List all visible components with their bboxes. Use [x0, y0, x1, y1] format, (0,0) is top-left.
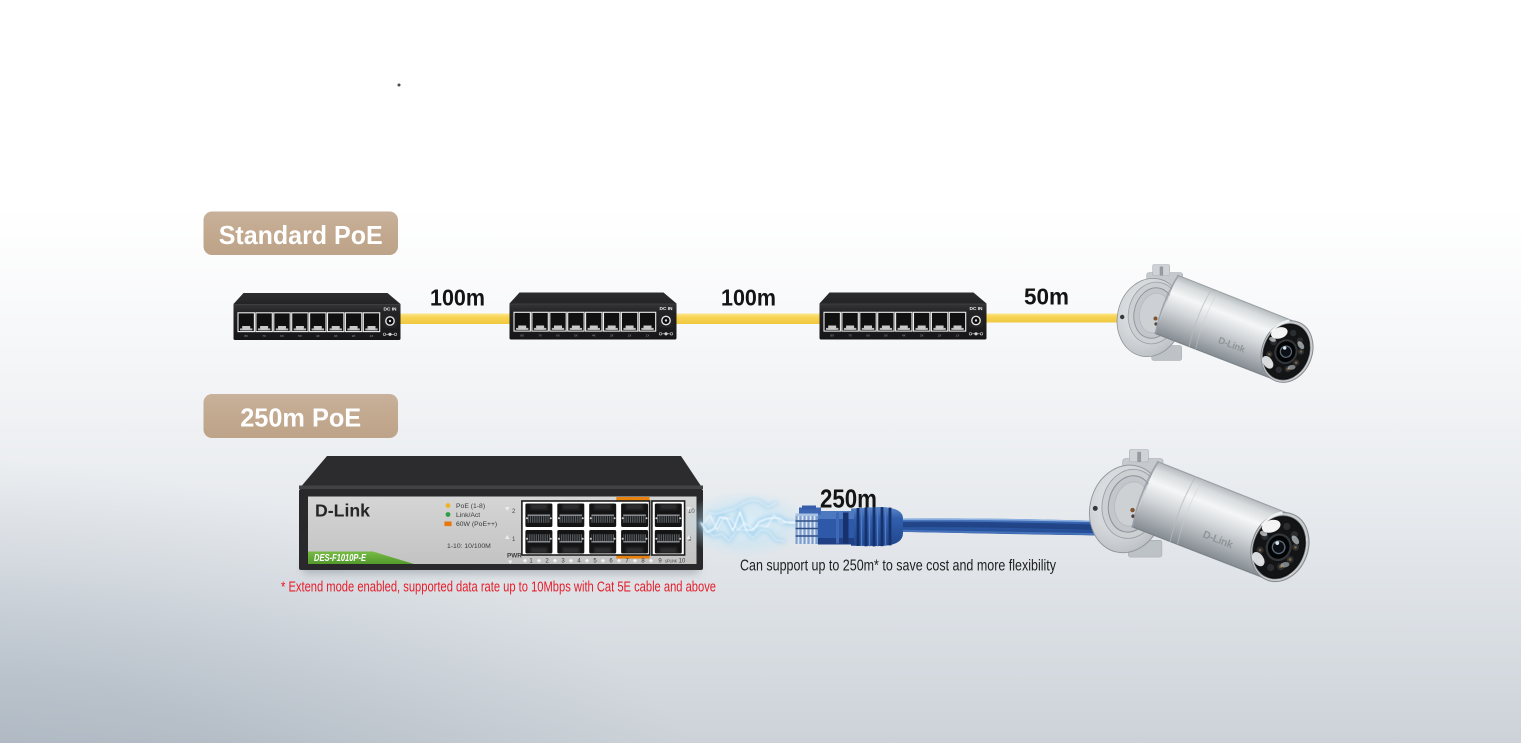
- svg-text:8: 8: [641, 559, 645, 565]
- svg-text:Standard PoE: Standard PoE: [219, 220, 383, 250]
- svg-text:* Extend mode enabled, support: * Extend mode enabled, supported data ra…: [281, 579, 716, 596]
- svg-text:100m: 100m: [430, 285, 485, 311]
- svg-text:1: 1: [529, 559, 533, 565]
- svg-text:250m PoE: 250m PoE: [240, 403, 361, 433]
- svg-text:2: 2: [512, 509, 516, 515]
- svg-text:5: 5: [593, 559, 597, 565]
- svg-text:3: 3: [561, 559, 565, 565]
- svg-text:UPLINK: UPLINK: [665, 559, 677, 564]
- svg-text:1-10: 10/100M: 1-10: 10/100M: [447, 543, 491, 550]
- svg-text:6: 6: [609, 559, 613, 565]
- svg-text:D-Link: D-Link: [315, 501, 370, 521]
- svg-text:DES-F1010P-E: DES-F1010P-E: [314, 552, 367, 564]
- svg-text:PoE (1-8): PoE (1-8): [456, 503, 485, 510]
- svg-text:PWR: PWR: [507, 553, 522, 560]
- svg-text:2: 2: [545, 559, 549, 565]
- svg-text:60W (PoE++): 60W (PoE++): [456, 521, 497, 528]
- svg-text:Link/Act: Link/Act: [456, 512, 480, 519]
- svg-text:7: 7: [625, 559, 629, 565]
- svg-text:100m: 100m: [721, 285, 776, 311]
- svg-text:10: 10: [679, 559, 686, 565]
- svg-text:9: 9: [658, 559, 662, 565]
- svg-text:50m: 50m: [1024, 284, 1069, 310]
- svg-text:1: 1: [512, 537, 516, 543]
- svg-text:Can support up to 250m* to sav: Can support up to 250m* to save cost and…: [740, 558, 1056, 575]
- svg-text:4: 4: [577, 559, 581, 565]
